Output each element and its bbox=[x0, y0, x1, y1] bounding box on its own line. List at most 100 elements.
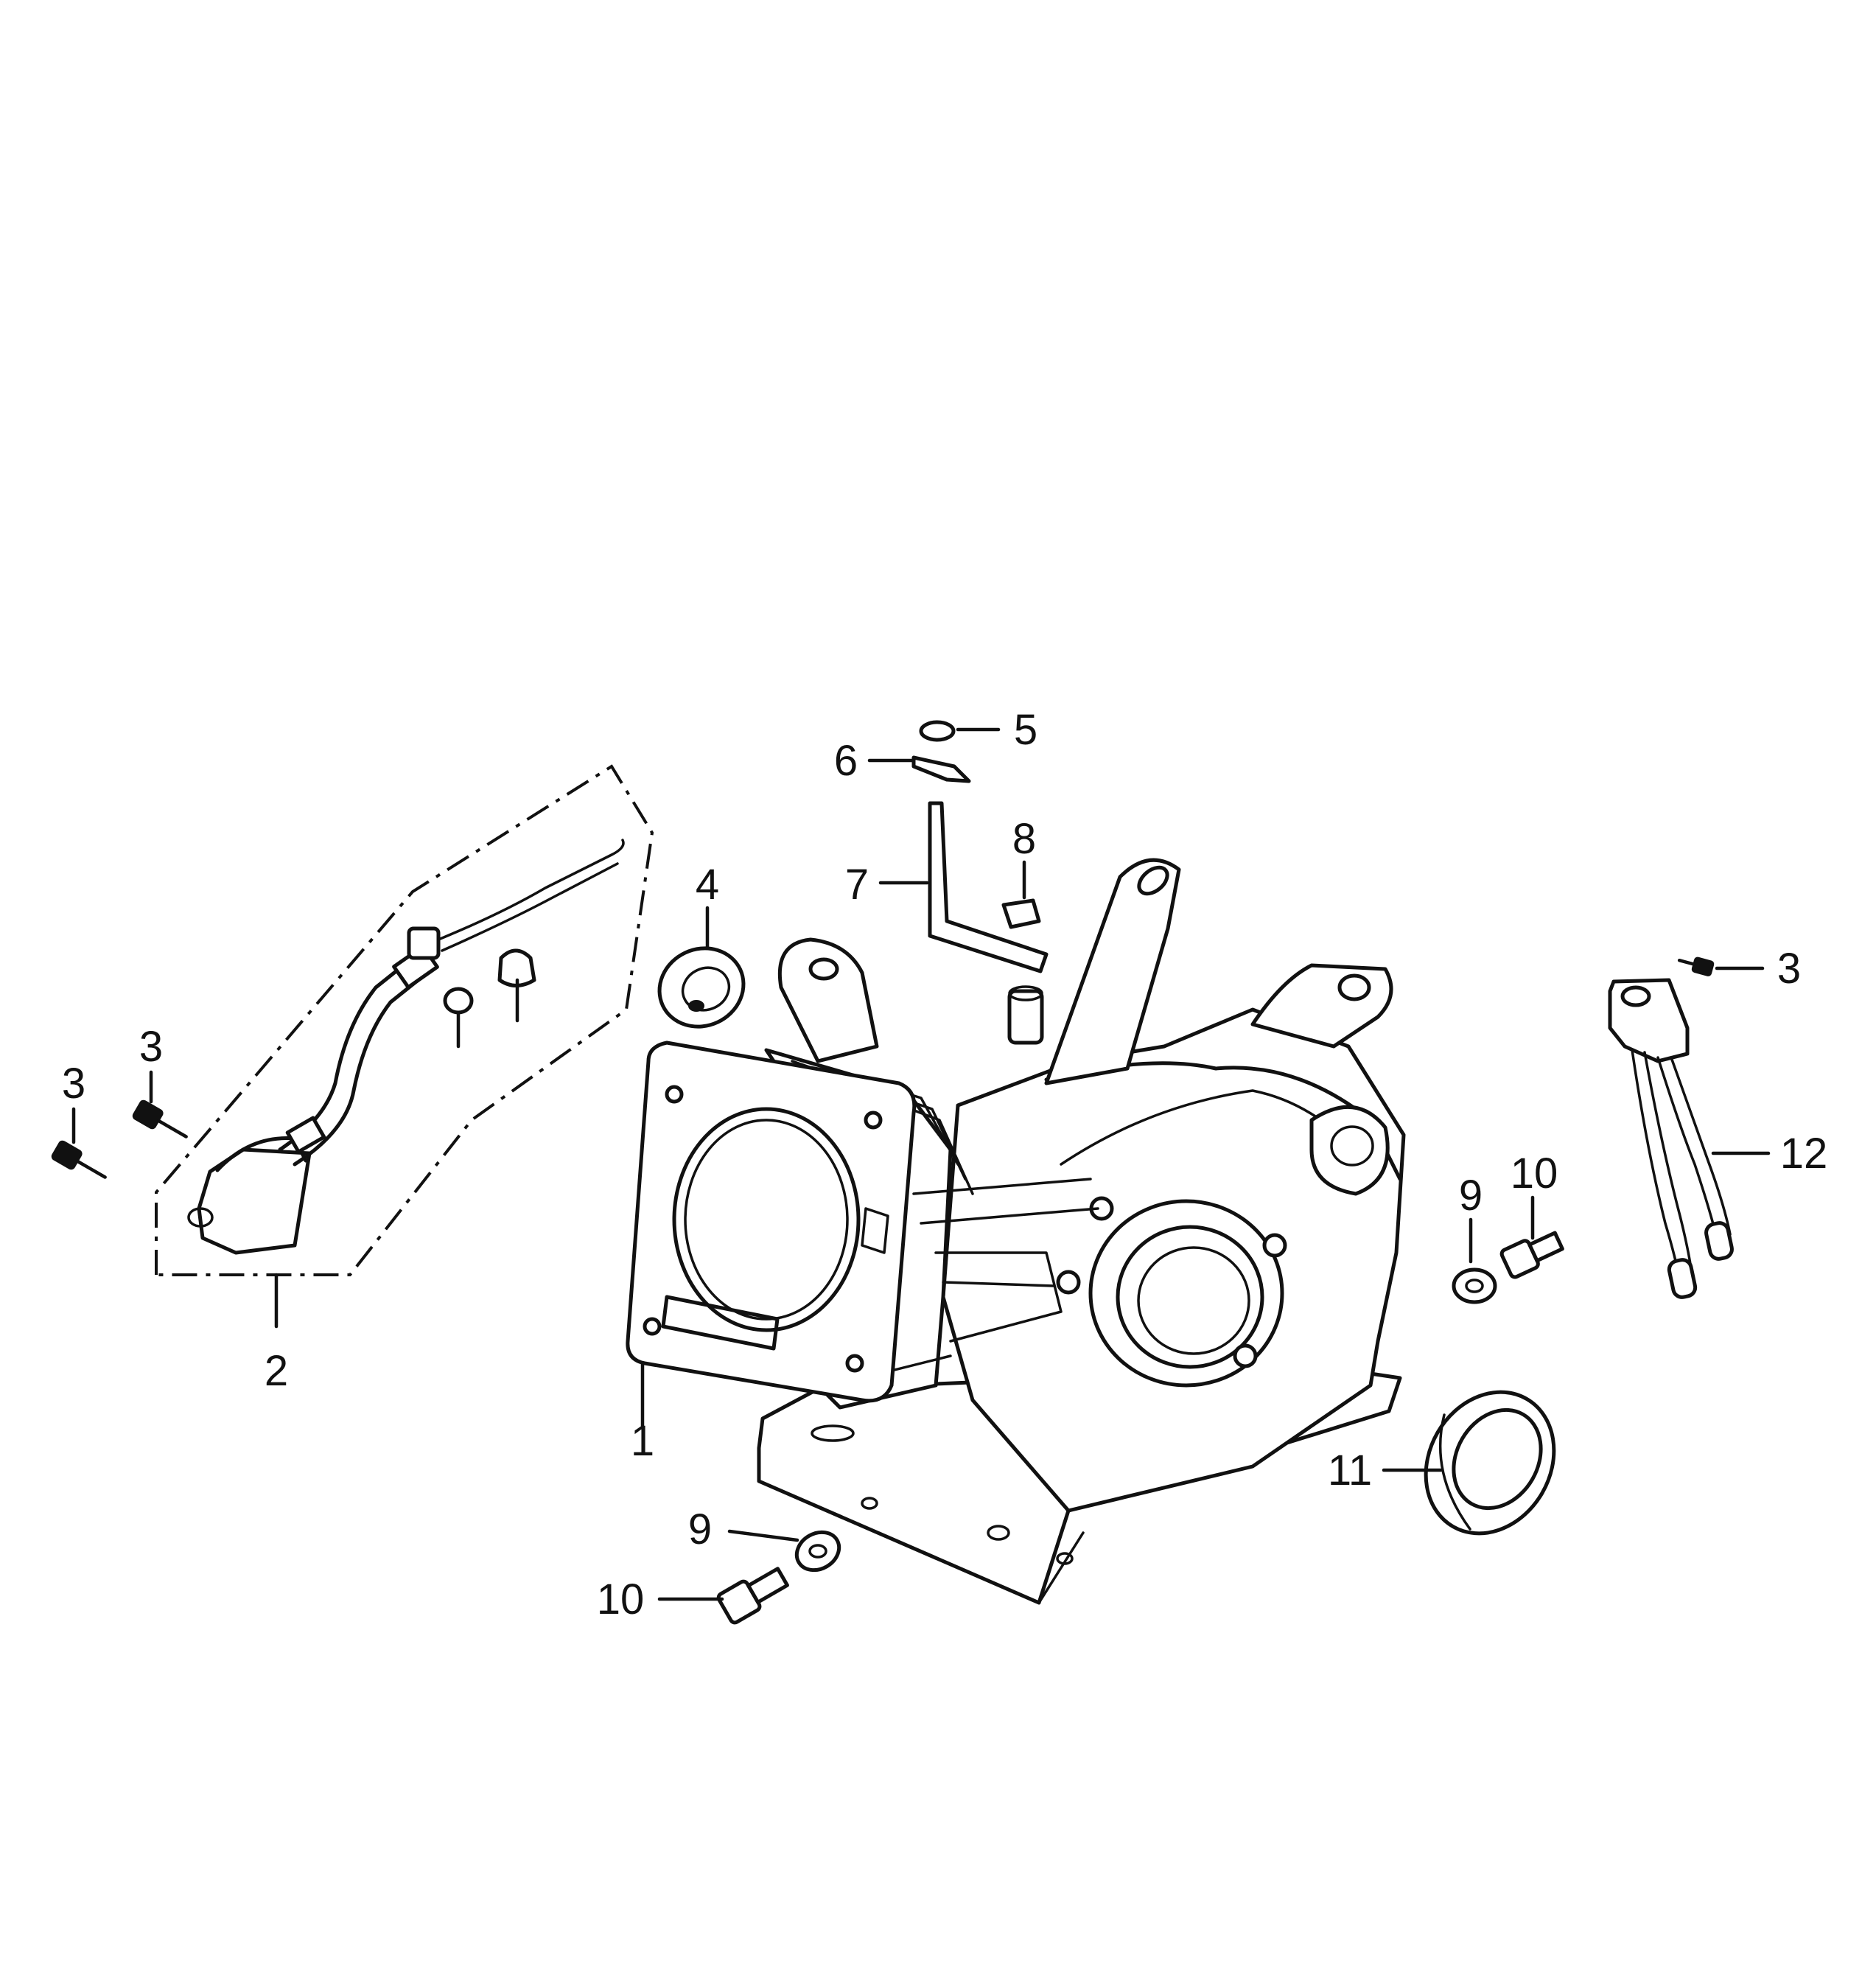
ear-hole bbox=[1330, 1125, 1374, 1167]
callout-3: 3 bbox=[62, 1060, 85, 1108]
lead-wire-b-b bbox=[1670, 1056, 1732, 1236]
lug-slot bbox=[1137, 865, 1169, 896]
boss-bolt bbox=[1056, 1270, 1081, 1295]
breather-top bbox=[1008, 985, 1043, 1001]
callout-3: 3 bbox=[1777, 945, 1801, 993]
governor-arm-part-7 bbox=[928, 801, 1049, 973]
callout-labels: 1 2 3 3 3 4 5 6 7 8 9 9 10 10 11 12 bbox=[62, 706, 1827, 1623]
callout-5: 5 bbox=[1014, 706, 1037, 754]
boss-bolt bbox=[1233, 1343, 1258, 1368]
callout-12: 12 bbox=[1780, 1130, 1828, 1178]
seal-inner bbox=[1452, 1407, 1543, 1511]
nut-part-8 bbox=[1001, 898, 1041, 929]
bearing-inner bbox=[681, 966, 731, 1012]
base-hole bbox=[1056, 1552, 1074, 1565]
washer-part-5 bbox=[919, 720, 956, 742]
washer-part-9 bbox=[794, 1530, 841, 1573]
callout-10: 10 bbox=[1511, 1150, 1558, 1197]
callout-8: 8 bbox=[1012, 815, 1036, 863]
wire-terminal bbox=[1667, 1258, 1698, 1299]
switch-lead-wire-b bbox=[441, 862, 619, 952]
head-bolt-hole bbox=[643, 1317, 662, 1336]
washer-hole bbox=[808, 1544, 827, 1559]
cylinder-bore bbox=[672, 1107, 861, 1332]
crankcase-part-1 bbox=[626, 858, 1406, 1605]
switch-wire-tube-b bbox=[293, 970, 430, 1167]
main-bearing-inner bbox=[1137, 1246, 1250, 1355]
callout-9: 9 bbox=[688, 1505, 712, 1553]
grommet bbox=[497, 948, 536, 987]
callout-1: 1 bbox=[631, 1417, 654, 1465]
oil-alert-switch-assembly bbox=[155, 764, 654, 1329]
leader-9b bbox=[727, 1529, 799, 1542]
bearing-ball bbox=[688, 1000, 704, 1012]
callout-11: 11 bbox=[1328, 1447, 1372, 1494]
seal-outer bbox=[1424, 1390, 1556, 1536]
base-hole bbox=[987, 1525, 1010, 1541]
callout-2: 2 bbox=[265, 1347, 288, 1395]
seal-edge bbox=[1438, 1413, 1471, 1531]
bolt-shank bbox=[1677, 958, 1695, 966]
bearing-outer bbox=[657, 946, 746, 1029]
drain-plug-bottom bbox=[657, 1529, 841, 1625]
bearing-part-4 bbox=[657, 906, 746, 1029]
bolt-shank bbox=[157, 1119, 188, 1139]
switch-wire-tube-a bbox=[278, 956, 415, 1152]
connector-hole bbox=[1620, 985, 1651, 1007]
wire-connector-part-12 bbox=[1608, 956, 1771, 1299]
drain-plug-right bbox=[1452, 1195, 1564, 1304]
callout-7: 7 bbox=[845, 861, 869, 909]
callout-10: 10 bbox=[597, 1575, 645, 1623]
head-bolt-hole bbox=[665, 1085, 684, 1104]
bolt-thread bbox=[1527, 1231, 1564, 1263]
bolts-part-3-left bbox=[51, 1070, 188, 1179]
cylinder-bore-inner bbox=[684, 1119, 849, 1321]
base-hole bbox=[861, 1497, 878, 1510]
wire-terminal bbox=[1704, 1221, 1734, 1261]
callout-3: 3 bbox=[139, 1023, 163, 1071]
top-lug-tall bbox=[1044, 858, 1181, 1085]
cylinder-head-deck bbox=[626, 1041, 917, 1403]
lug-hole bbox=[808, 957, 839, 981]
callout-6: 6 bbox=[834, 737, 858, 785]
lug-hole bbox=[1337, 973, 1371, 1001]
breather-boss bbox=[1007, 989, 1044, 1045]
main-bearing-bore bbox=[1116, 1225, 1264, 1369]
top-lug-left bbox=[777, 937, 879, 1063]
cylinder-fin bbox=[780, 1052, 959, 1166]
right-lower-ear bbox=[1309, 1105, 1390, 1196]
connector-body bbox=[1608, 978, 1690, 1063]
switch-mount-hole bbox=[187, 1207, 214, 1228]
cylinder-fin bbox=[942, 1281, 1055, 1287]
cylinder-fin bbox=[934, 1251, 1063, 1343]
base-slot bbox=[811, 1424, 855, 1442]
bolt-thread bbox=[746, 1567, 789, 1604]
oil-seal-part-11 bbox=[1382, 1390, 1556, 1536]
assembly-boundary bbox=[155, 764, 654, 1276]
lead-wire-b bbox=[1656, 1056, 1718, 1239]
oil-switch-body bbox=[197, 1147, 312, 1255]
bolt-head bbox=[51, 1140, 83, 1170]
bolt-head bbox=[132, 1099, 164, 1130]
wire-connector-top bbox=[407, 926, 441, 960]
governor-parts bbox=[867, 720, 1049, 973]
wire-clamp bbox=[285, 1116, 326, 1154]
base-plate-edge bbox=[757, 1480, 1085, 1604]
cylinder-fin bbox=[912, 1178, 1092, 1195]
cylinder-fin bbox=[920, 1207, 1099, 1225]
head-port bbox=[861, 1207, 889, 1254]
push-rod-window bbox=[661, 1295, 780, 1351]
head-bolt-hole bbox=[845, 1354, 864, 1373]
bolt-head bbox=[1691, 956, 1715, 976]
boss-bolt bbox=[1262, 1233, 1287, 1258]
head-bolt-hole bbox=[864, 1111, 883, 1130]
clip-part-6 bbox=[911, 755, 971, 783]
callout-9: 9 bbox=[1459, 1172, 1483, 1220]
switch-lead-wire bbox=[437, 839, 625, 941]
lead-wire-a bbox=[1631, 1049, 1681, 1284]
small-washer bbox=[443, 987, 474, 1015]
bolt-shank bbox=[76, 1159, 107, 1179]
washer-part-9 bbox=[1452, 1267, 1497, 1304]
washer-hole bbox=[1465, 1279, 1484, 1293]
